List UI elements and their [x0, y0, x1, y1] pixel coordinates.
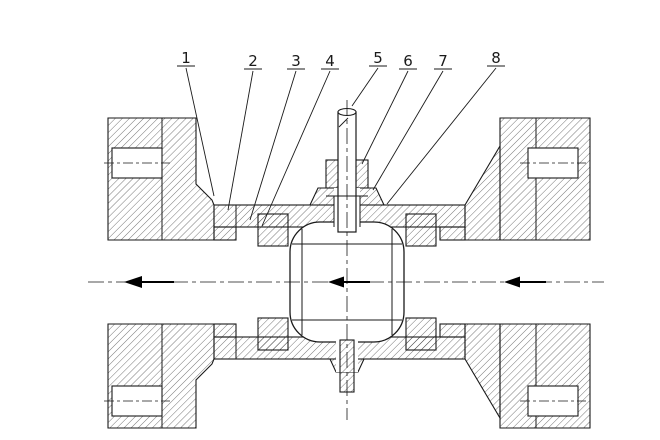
flow-arrows	[124, 276, 546, 288]
callout-numbers: 1 2 3 4 5 6 7 8	[181, 49, 501, 70]
seat-right-bottom	[405, 317, 437, 351]
callout-leaders	[177, 65, 505, 227]
body-right-wall-top	[439, 226, 466, 241]
seat-left-bottom	[257, 317, 289, 351]
callout-3: 3	[291, 52, 301, 70]
leader-1	[185, 67, 215, 197]
right-cone-bottom	[464, 323, 501, 421]
leader-5	[351, 67, 379, 107]
stem-flat-mark	[338, 117, 349, 128]
leader-8	[386, 67, 497, 205]
flow-arrow-center	[328, 276, 370, 288]
leader-7	[372, 70, 444, 191]
right-flange-top	[499, 117, 591, 241]
seat-left-top	[257, 213, 289, 247]
flow-arrow-left	[124, 276, 174, 288]
end-insert-top	[213, 226, 237, 241]
right-cone-top	[464, 143, 501, 241]
callout-5: 5	[373, 49, 383, 67]
leader-2	[227, 70, 254, 211]
callout-6: 6	[403, 52, 413, 70]
leader-4	[261, 70, 331, 227]
seat-right-top	[405, 213, 437, 247]
callout-4: 4	[325, 52, 335, 70]
leader-6	[361, 70, 409, 165]
callout-7: 7	[438, 52, 448, 70]
sectioned-metal	[107, 117, 591, 429]
bolt-hole-centerlines	[104, 162, 586, 402]
leader-3	[249, 70, 297, 221]
callout-2: 2	[248, 52, 258, 70]
callout-8: 8	[491, 49, 501, 67]
end-insert-bottom	[213, 323, 237, 338]
left-flange-top	[107, 117, 215, 241]
body-right-wall-bottom	[439, 323, 466, 338]
callout-1: 1	[181, 49, 191, 67]
flow-arrow-right	[504, 276, 546, 288]
